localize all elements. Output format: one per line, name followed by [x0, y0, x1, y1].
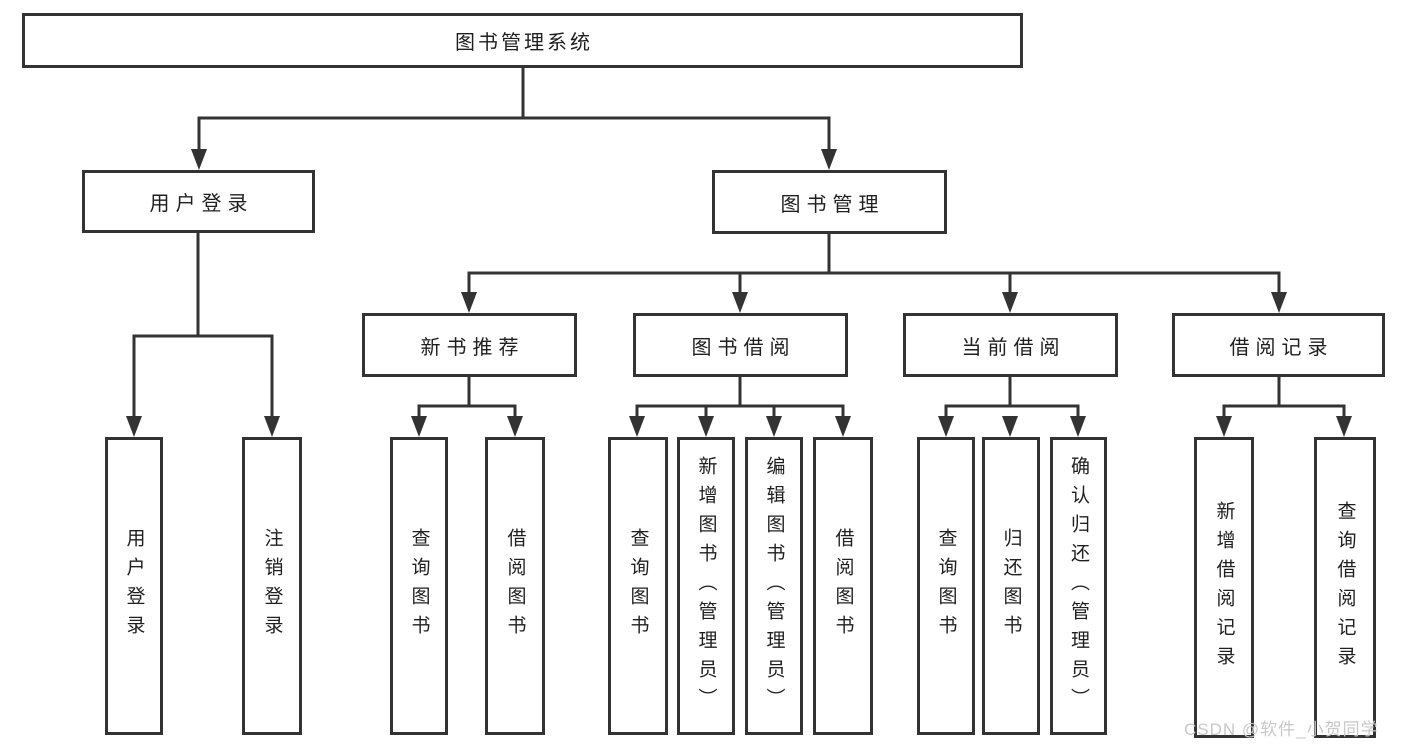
- node-book-management: 图书管理: [712, 170, 947, 234]
- node-recommend-query-books: 查询图书: [390, 437, 448, 735]
- node-current-borrow: 当前借阅: [903, 313, 1118, 377]
- node-root-system: 图书管理系统: [22, 13, 1023, 68]
- node-logout: 注销登录: [242, 437, 302, 735]
- node-current-query-books: 查询图书: [917, 437, 975, 735]
- csdn-watermark: CSDN @软件_小贺同学: [1184, 720, 1379, 739]
- node-add-borrow-record: 新增借阅记录: [1194, 437, 1254, 738]
- node-confirm-return-admin: 确认归还（管理员）: [1050, 437, 1107, 735]
- node-borrow-records: 借阅记录: [1172, 313, 1385, 377]
- node-user-login: 用户登录: [82, 170, 315, 233]
- node-new-book-recommend: 新书推荐: [362, 313, 577, 377]
- node-borrow-borrow-books: 借阅图书: [813, 437, 873, 735]
- node-user-login-leaf: 用户登录: [105, 437, 163, 735]
- node-recommend-borrow-books: 借阅图书: [485, 437, 545, 735]
- node-query-borrow-record: 查询借阅记录: [1314, 437, 1376, 738]
- node-book-borrow: 图书借阅: [633, 313, 848, 377]
- node-edit-books-admin: 编辑图书（管理员）: [745, 437, 803, 735]
- node-borrow-query-books: 查询图书: [608, 437, 668, 735]
- node-add-books-admin: 新增图书（管理员）: [677, 437, 735, 735]
- node-return-books: 归还图书: [982, 437, 1040, 735]
